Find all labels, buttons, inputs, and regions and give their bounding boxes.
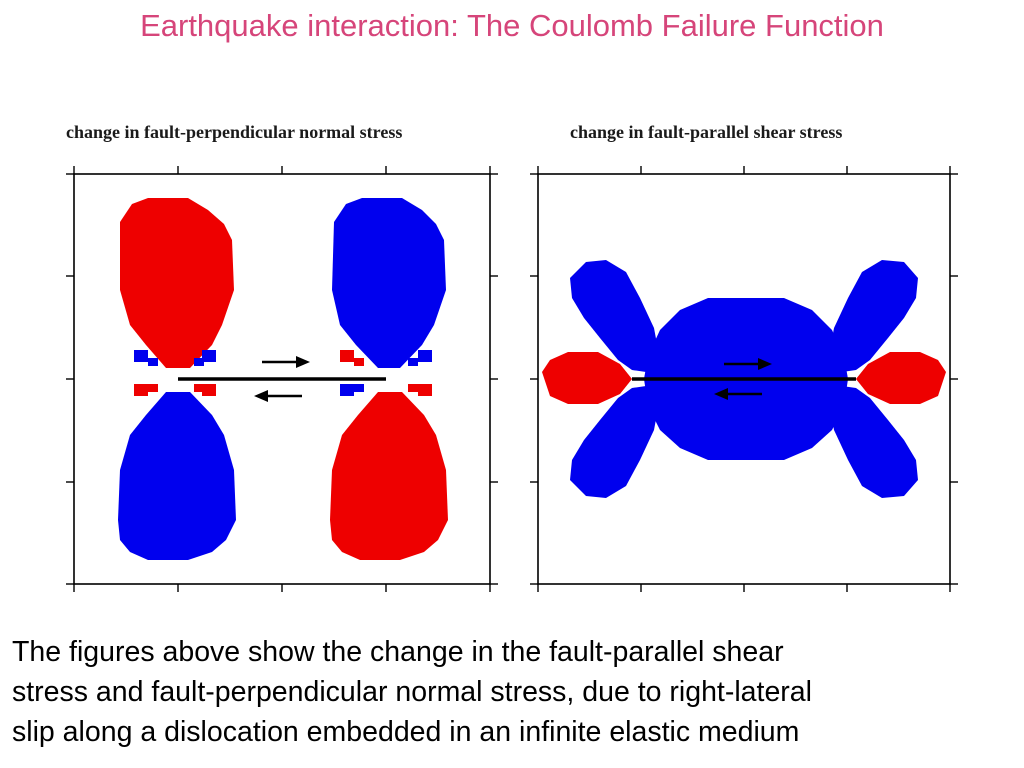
slide-title: Earthquake interaction: The Coulomb Fail…	[140, 8, 884, 43]
caption: The figures above show the change in the…	[12, 632, 1012, 752]
shear-stress-figure	[530, 166, 958, 592]
shear-decrease-wing-lower-left	[570, 386, 660, 498]
shear-decrease-wing-upper-right	[828, 260, 918, 372]
caption-line: stress and fault-perpendicular normal st…	[12, 676, 812, 708]
slip-arrow-left	[254, 390, 302, 402]
normal-stress-figure	[66, 166, 498, 592]
slip-arrow-right	[262, 356, 310, 368]
normal-stress-panel-title: change in fault-perpendicular normal str…	[66, 122, 403, 142]
shear-stress-panel-title: change in fault-parallel shear stress	[570, 122, 843, 142]
shear-decrease-wing-lower-right	[828, 386, 918, 498]
slip-arrow-right	[724, 358, 772, 370]
shear-decrease-wing-upper-left	[570, 260, 660, 372]
slip-arrow-left	[714, 388, 762, 400]
normal-increase-lobe-upper-left	[120, 198, 234, 368]
shear-increase-lobe-right	[856, 352, 946, 404]
caption-line: slip along a dislocation embedded in an …	[12, 716, 800, 748]
normal-increase-lobe-lower-right	[330, 392, 448, 560]
normal-tip-patches	[134, 350, 432, 396]
normal-decrease-lobe-lower-left	[118, 392, 236, 560]
normal-decrease-lobe-upper-right	[332, 198, 446, 368]
caption-line: The figures above show the change in the…	[12, 636, 784, 668]
shear-increase-lobe-left	[542, 352, 632, 404]
